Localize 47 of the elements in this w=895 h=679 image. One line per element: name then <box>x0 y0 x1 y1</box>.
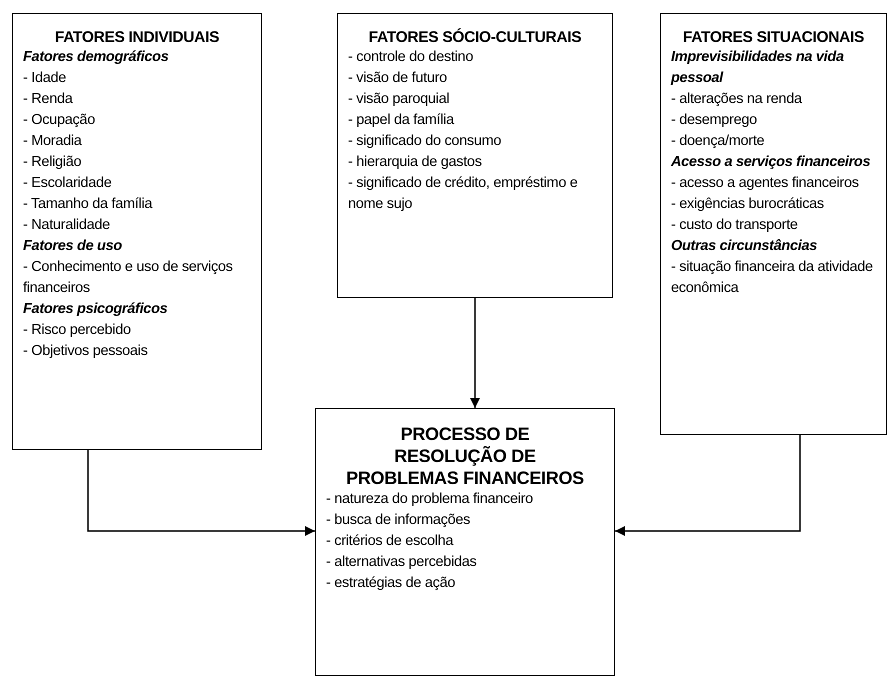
list-item: - Risco percebido <box>23 321 132 340</box>
list-item: - estratégias de ação <box>326 574 456 593</box>
list-item: - busca de informações <box>326 511 472 530</box>
box-heading: PROCESSO DE RESOLUÇÃO DE PROBLEMAS FINANCEIROS <box>345 423 585 489</box>
box-heading: FATORES SÓCIO-CULTURAIS <box>368 28 582 47</box>
list-item: - controle do destino <box>348 48 474 67</box>
box-heading: FATORES SITUACIONAIS <box>682 28 866 47</box>
arrow <box>615 435 801 536</box>
box-heading: FATORES INDIVIDUAIS <box>54 28 220 47</box>
arrow <box>470 298 480 408</box>
list-item: - alternativas percebidas <box>326 553 478 572</box>
subheading: Fatores demográficos <box>23 48 170 67</box>
arrow <box>87 450 315 536</box>
list-item: - Idade <box>23 69 68 88</box>
list-item: - Moradia <box>23 132 83 151</box>
subheading: Outras circunstâncias <box>671 237 818 256</box>
list-item: - Conhecimento e uso de serviços financeiros <box>23 258 234 298</box>
list-item: - alterações na renda <box>671 90 803 109</box>
list-item: - doença/morte <box>671 132 766 151</box>
list-item: - critérios de escolha <box>326 532 454 551</box>
subheading: Fatores de uso <box>23 237 123 256</box>
list-item: - papel da família <box>348 111 456 130</box>
list-item: - situação financeira da atividade econômica <box>671 258 874 298</box>
list-item: - significado de crédito, empréstimo e nome sujo <box>348 174 579 214</box>
text-box <box>660 13 887 435</box>
list-item: - exigências burocráticas <box>671 195 825 214</box>
subheading: Fatores psicográficos <box>23 300 168 319</box>
list-item: - hierarquia de gastos <box>348 153 483 172</box>
list-item: - Religião <box>23 153 82 172</box>
list-item: - Escolaridade <box>23 174 112 193</box>
list-item: - visão paroquial <box>348 90 450 109</box>
list-item: - custo do transporte <box>671 216 799 235</box>
text-box <box>12 13 262 450</box>
list-item: - significado do consumo <box>348 132 502 151</box>
list-item: - desemprego <box>671 111 758 130</box>
text-box <box>337 13 613 298</box>
text-box <box>315 408 615 676</box>
subheading: Imprevisibilidades na vida pessoal <box>671 48 845 88</box>
list-item: - Ocupação <box>23 111 96 130</box>
list-item: - Tamanho da família <box>23 195 154 214</box>
list-item: - visão de futuro <box>348 69 448 88</box>
list-item: - Objetivos pessoais <box>23 342 149 361</box>
list-item: - acesso a agentes financeiros <box>671 174 860 193</box>
subheading: Acesso a serviços financeiros <box>671 153 872 172</box>
list-item: - Naturalidade <box>23 216 111 235</box>
list-item: - Renda <box>23 90 74 109</box>
list-item: - natureza do problema financeiro <box>326 490 534 509</box>
